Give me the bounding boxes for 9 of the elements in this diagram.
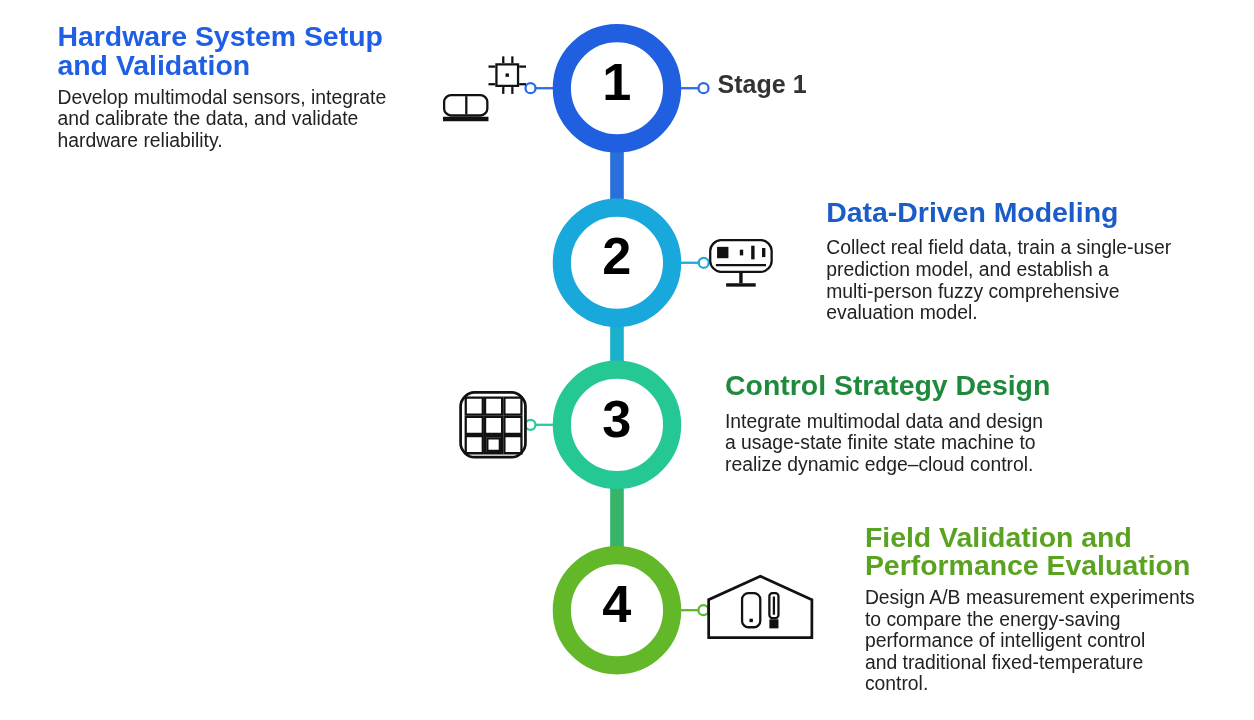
label: Integrate multimodal data and design a usage-state finite state machine to realize dynamic edge–cloud control. (724, 410, 1043, 475)
label: Hardware System Setup and Validation (56, 20, 383, 81)
node-text: Stage 1 (717, 70, 807, 99)
label: Data-Driven Modeling (825, 195, 1118, 228)
label: Develop multimodal sensors, integrate and calibrate the data, and validate hardware reliability. (56, 86, 386, 151)
label: Design A/B measurement experiments to compare the energy-saving performance of intelligent control and traditional fixed-temperature control. (864, 587, 1195, 695)
label: Field Validation and Performance Evaluation (864, 520, 1190, 581)
label: Collect real field data, train a single-user prediction model, and establish a multi-person fuzzy comprehensive evaluation model. (825, 237, 1171, 324)
label: Control Strategy Design (724, 369, 1050, 402)
